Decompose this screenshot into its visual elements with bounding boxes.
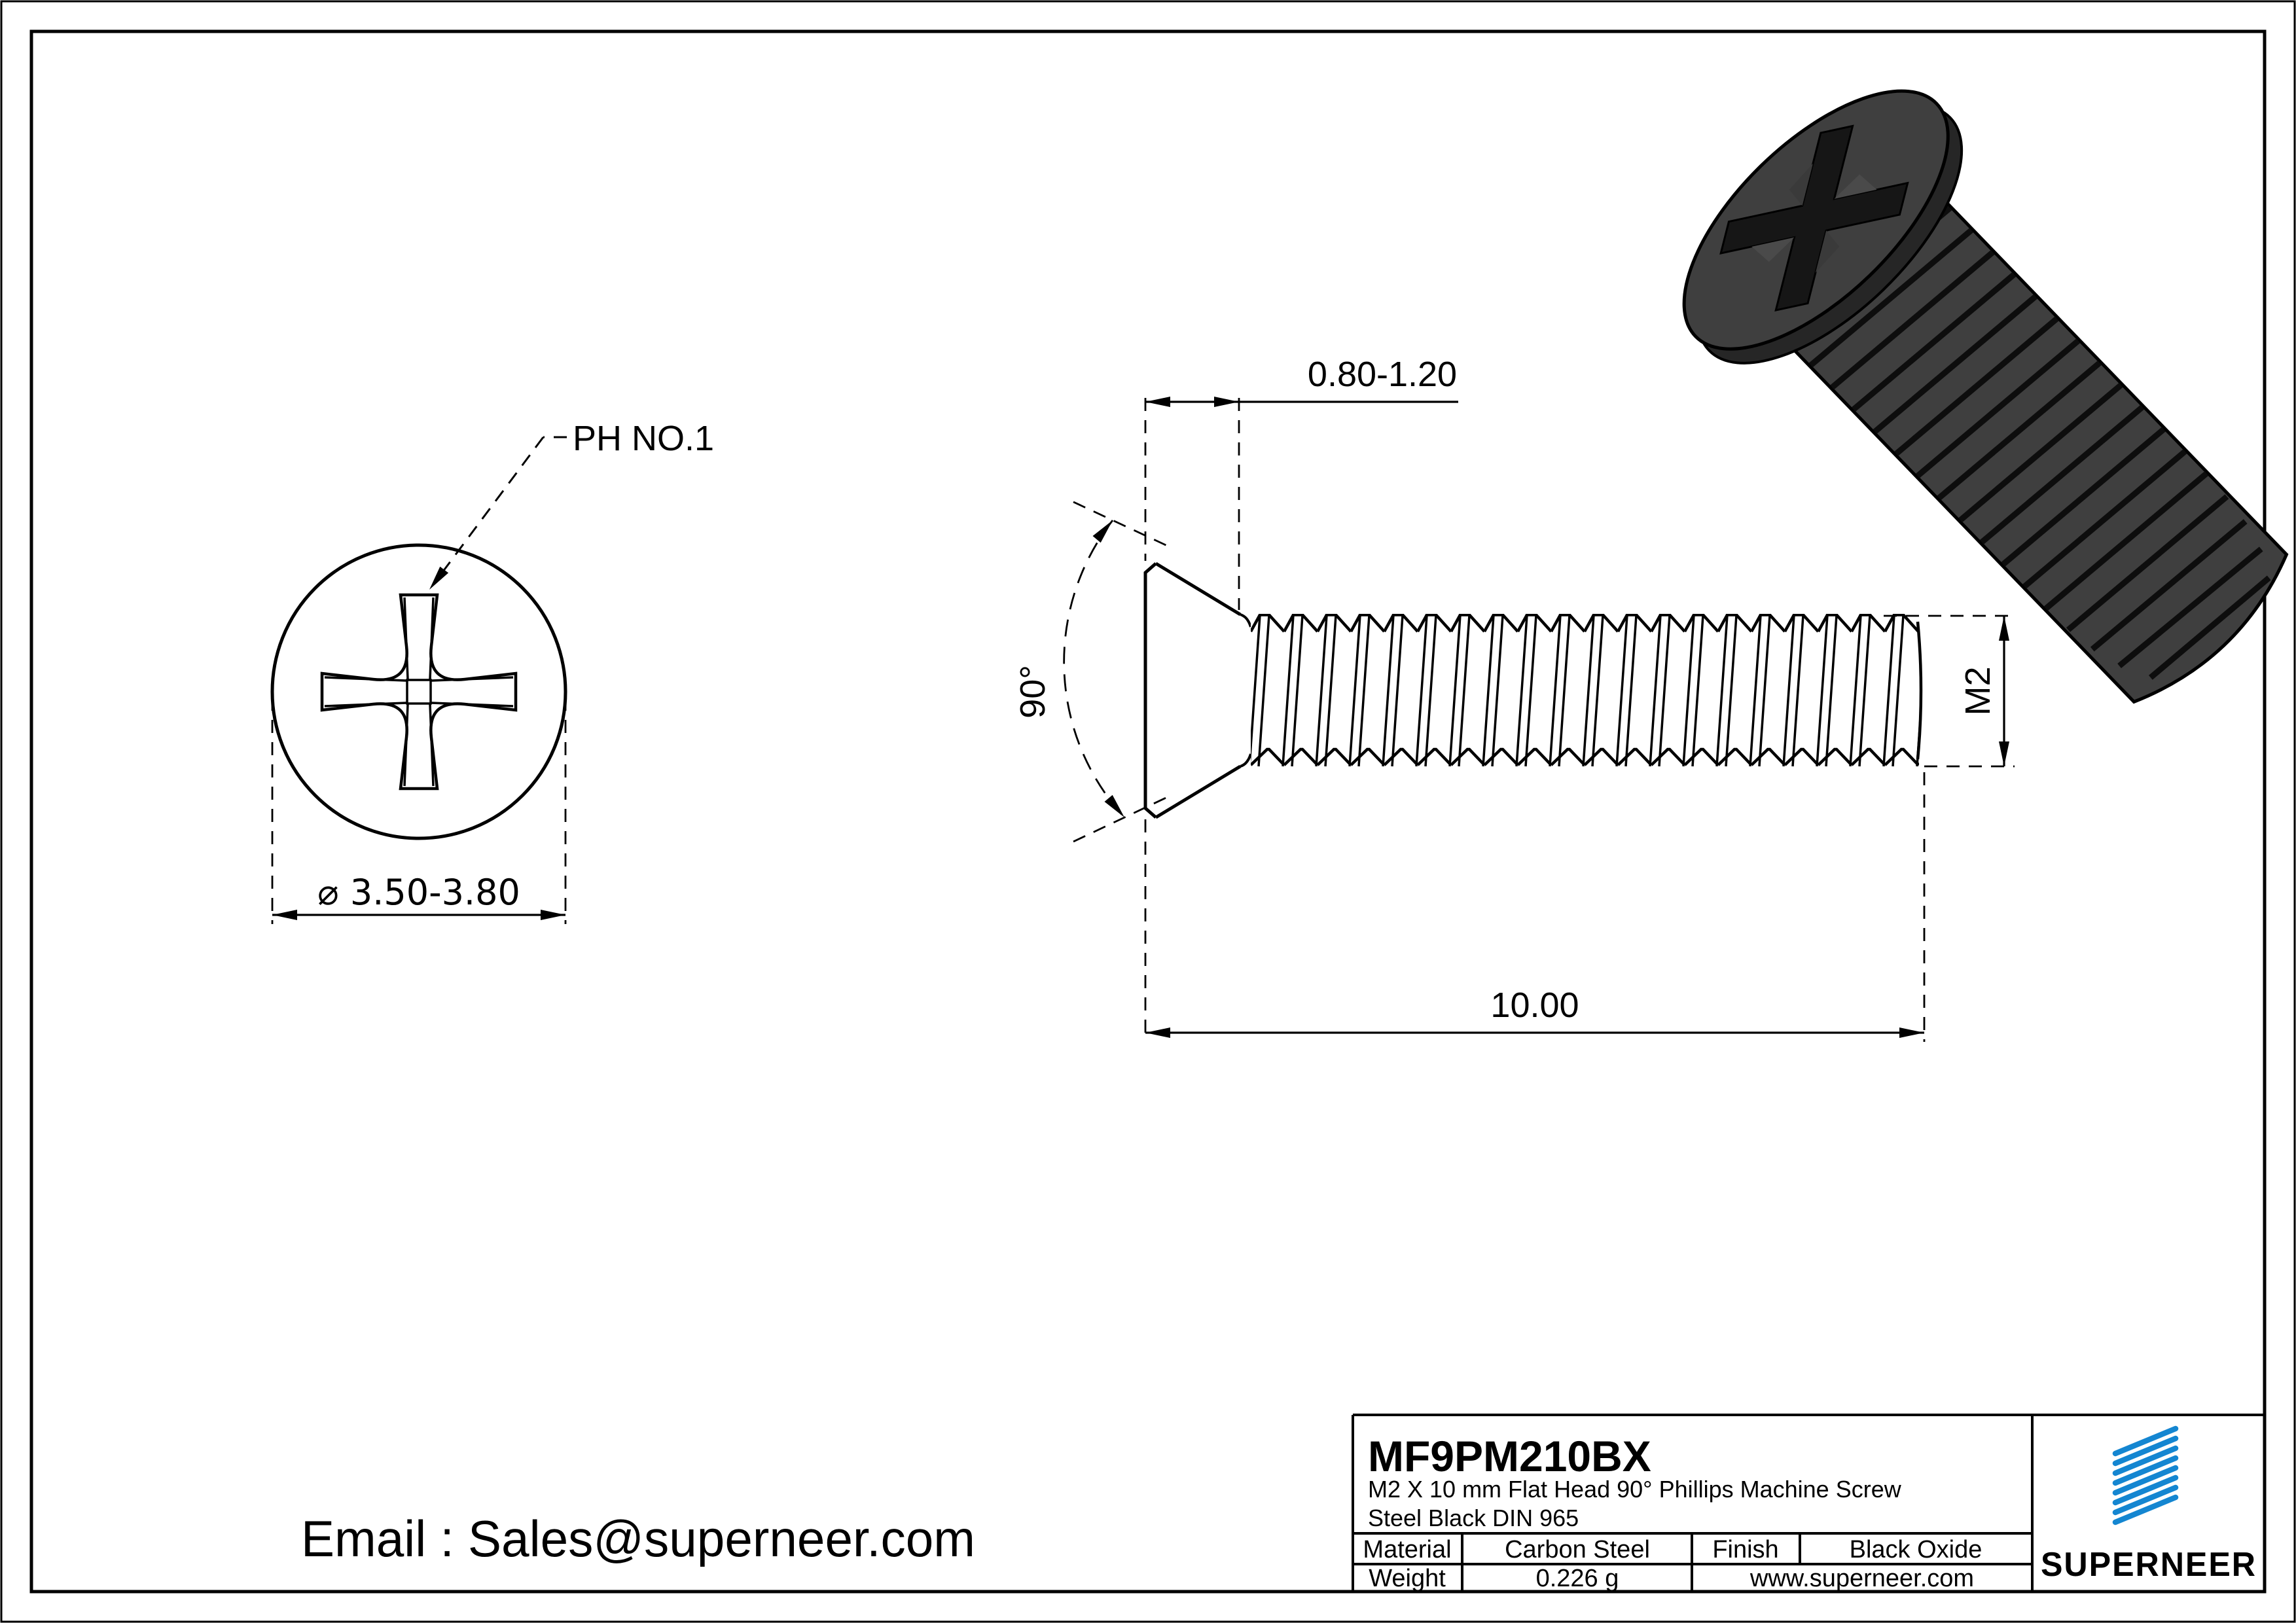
website-text: www.superneer.com <box>1749 1565 1974 1592</box>
title-block-grid <box>1352 1414 2265 1592</box>
brand-name-text: SUPERNEER <box>2041 1546 2257 1584</box>
diameter-dim-text: ⌀ 3.50-3.80 <box>317 872 520 913</box>
length-arrow-right <box>1899 1027 1924 1038</box>
head-outline-circle <box>270 543 567 840</box>
thickness-arrow-left <box>1145 397 1170 407</box>
phillips-recess-view <box>320 593 518 791</box>
head-top-view: PH NO.1 ⌀ 3.50-3.80 <box>270 419 714 924</box>
recess-label: PH NO.1 <box>573 419 714 458</box>
recess-leader-arrow <box>429 566 449 590</box>
material-value: Carbon Steel <box>1505 1536 1650 1563</box>
thickness-arrow-right <box>1214 397 1239 407</box>
angle-arrow-top <box>1092 520 1113 543</box>
screw-side-view: 0.80-1.20 90° M2 10.00 <box>1013 355 2015 1042</box>
angle-dim-text: 90° <box>1013 665 1052 719</box>
material-label: Material <box>1363 1536 1451 1563</box>
thread-arrow-top <box>1999 616 2009 641</box>
weight-value: 0.226 g <box>1536 1565 1619 1592</box>
weight-label: Weight <box>1369 1565 1446 1592</box>
part-number-text: MF9PM210BX <box>1368 1432 1651 1480</box>
finish-label: Finish <box>1712 1536 1778 1563</box>
head-profile <box>1143 562 1252 819</box>
recess-leader-line-diagonal <box>436 437 545 580</box>
phillips-cross-inner-lines <box>324 597 514 787</box>
finish-value: Black Oxide <box>1850 1536 1982 1563</box>
angle-arc <box>1063 520 1126 818</box>
screw-3d-phillips-recess <box>1719 124 1909 312</box>
title-block: MF9PM210BX M2 X 10 mm Flat Head 90° Phil… <box>1352 1414 2265 1592</box>
contact-email-text: Email : Sales@superneer.com <box>301 1510 975 1567</box>
thread-end-face <box>1916 621 1923 760</box>
description-line1-text: M2 X 10 mm Flat Head 90° Phillips Machin… <box>1368 1476 1902 1503</box>
thread-dim-text: M2 <box>1958 666 1998 715</box>
angle-construction-bottom <box>1073 794 1172 843</box>
length-arrow-left <box>1145 1027 1170 1038</box>
angle-arrow-bottom <box>1104 794 1124 817</box>
superneer-logo-icon <box>2112 1425 2179 1525</box>
diameter-arrow-left <box>272 910 297 920</box>
diameter-arrow-right <box>541 910 565 920</box>
screw-3d-render <box>1682 89 2289 704</box>
phillips-center-square <box>406 679 432 705</box>
description-line2-text: Steel Black DIN 965 <box>1368 1505 1579 1531</box>
drawing-frame <box>29 29 2267 1594</box>
thickness-dim-text: 0.80-1.20 <box>1308 355 1457 394</box>
thread-arrow-bottom <box>1999 741 2009 766</box>
length-dim-text: 10.00 <box>1490 986 1579 1025</box>
thread-section <box>1251 614 1919 767</box>
angle-construction-top <box>1073 501 1172 549</box>
